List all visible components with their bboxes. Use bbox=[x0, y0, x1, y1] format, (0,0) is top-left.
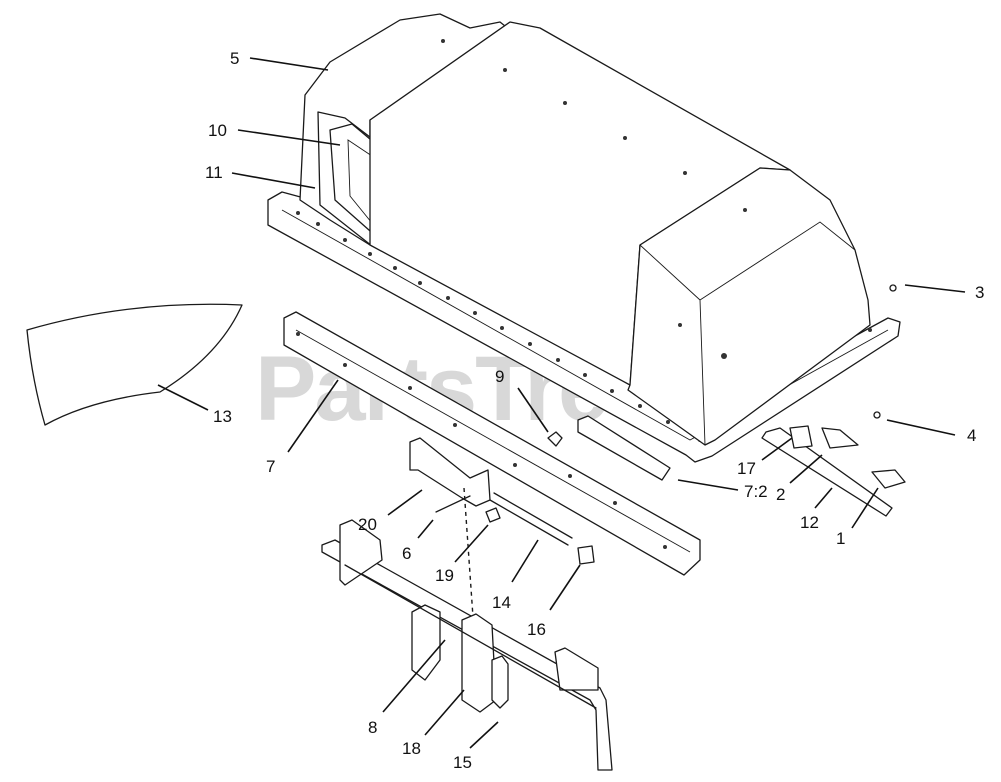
leader-lines bbox=[157, 57, 966, 749]
callout-14: 14 bbox=[492, 593, 511, 612]
callout-numbers: 5 10 11 3 4 13 9 7 7:2 17 2 12 1 20 6 19… bbox=[205, 49, 984, 772]
callout-3: 3 bbox=[975, 283, 984, 302]
callout-11: 11 bbox=[205, 163, 223, 182]
callout-15: 15 bbox=[453, 753, 472, 772]
callout-5: 5 bbox=[230, 49, 239, 68]
nut bbox=[547, 431, 563, 447]
callout-6: 6 bbox=[402, 544, 411, 563]
screw-3 bbox=[889, 284, 897, 292]
callout-8: 8 bbox=[368, 718, 377, 737]
callout-18: 18 bbox=[402, 739, 421, 758]
label-strip bbox=[577, 415, 671, 481]
lower-frame bbox=[321, 519, 613, 771]
mount-bracket bbox=[409, 437, 491, 507]
callout-10: 10 bbox=[208, 121, 227, 140]
callout-13: 13 bbox=[213, 407, 232, 426]
hood-cover bbox=[267, 13, 901, 463]
callout-19: 19 bbox=[435, 566, 454, 585]
flange-holes bbox=[296, 211, 872, 442]
screw-4 bbox=[873, 411, 881, 419]
callout-17: 17 bbox=[737, 459, 756, 478]
callout-12: 12 bbox=[800, 513, 819, 532]
callout-20: 20 bbox=[358, 515, 377, 534]
callout-2: 2 bbox=[776, 485, 785, 504]
right-small-parts bbox=[761, 425, 906, 517]
callout-1: 1 bbox=[836, 529, 845, 548]
callout-7-2: 7:2 bbox=[744, 482, 768, 501]
hardware bbox=[435, 492, 595, 565]
curved-panel bbox=[26, 303, 243, 426]
callout-4: 4 bbox=[967, 426, 976, 445]
callout-16: 16 bbox=[527, 620, 546, 639]
callout-7: 7 bbox=[266, 457, 275, 476]
angle-rail bbox=[283, 311, 701, 576]
callout-9: 9 bbox=[495, 367, 504, 386]
